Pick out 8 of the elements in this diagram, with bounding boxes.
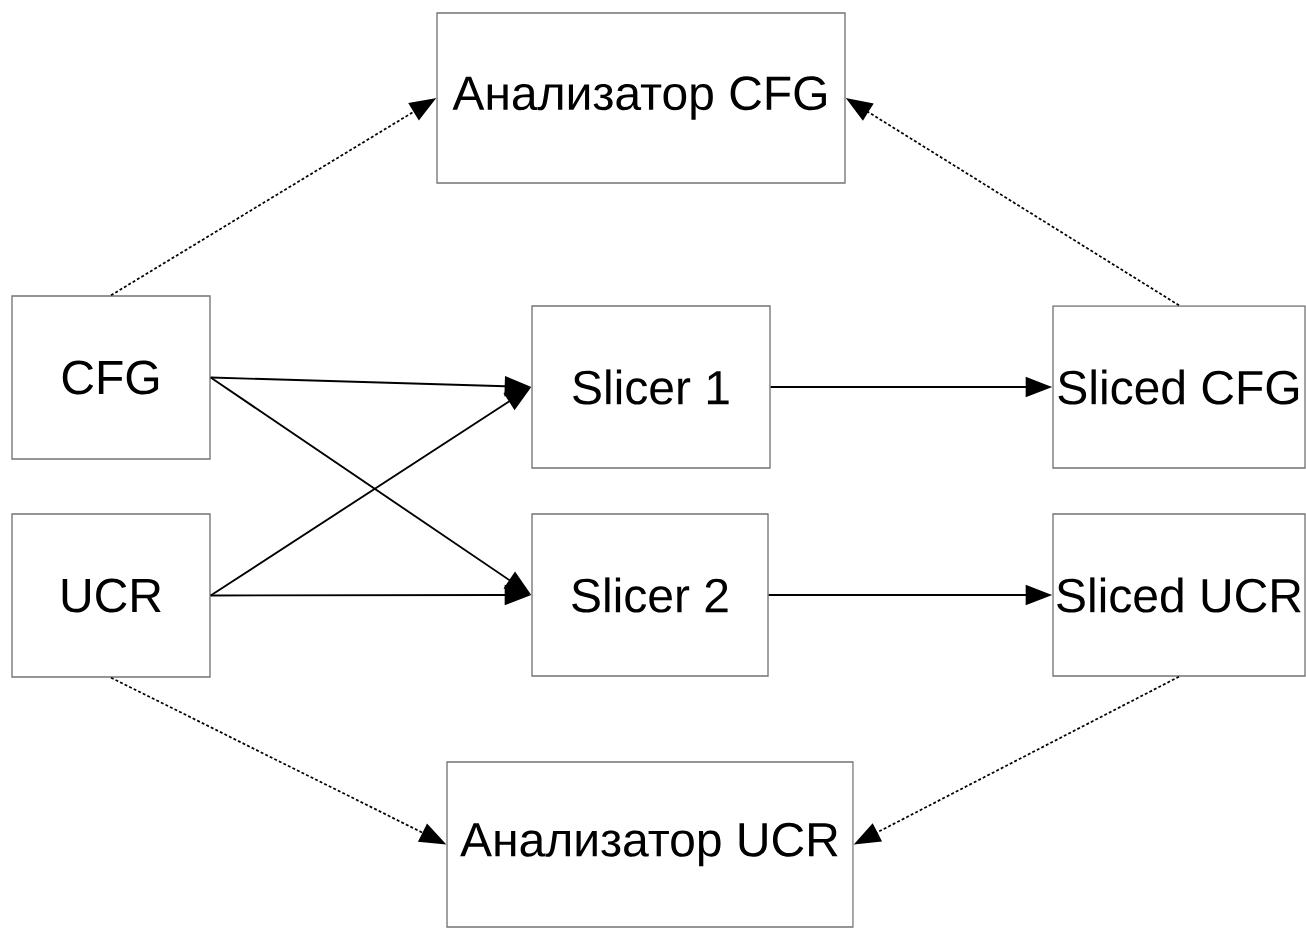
process-box: UCR	[11, 513, 211, 678]
process-box: Slicer 1	[531, 305, 771, 469]
process-box: Slicer 2	[531, 513, 769, 677]
process-box: Sliced UCR	[1052, 513, 1306, 677]
process-box: CFG	[11, 295, 211, 460]
process-box: Sliced CFG	[1052, 305, 1306, 469]
process-box: Анализатор UCR	[446, 761, 854, 928]
process-box: Анализатор CFG	[436, 12, 846, 184]
